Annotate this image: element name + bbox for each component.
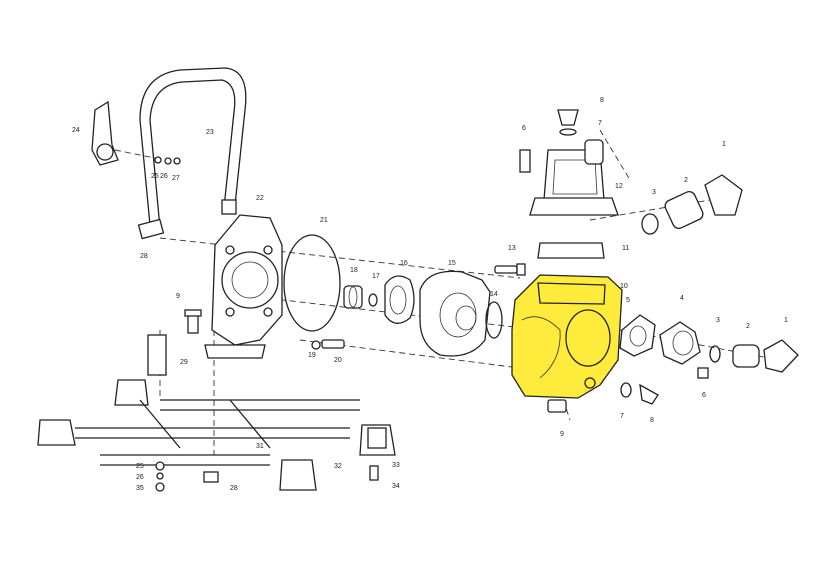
part-label-p10: 10 xyxy=(620,283,628,290)
part-label-p8b: 8 xyxy=(650,417,654,424)
part-label-p12: 12 xyxy=(615,183,623,190)
suction-fittings xyxy=(641,174,743,235)
part-label-p4: 4 xyxy=(680,295,684,302)
part-label-p19: 19 xyxy=(308,352,316,359)
part-label-p13: 13 xyxy=(508,245,516,252)
pump-casing-highlighted xyxy=(511,274,623,399)
part-label-p27: 27 xyxy=(172,175,180,182)
part-label-p3b: 3 xyxy=(716,317,720,324)
part-label-p3a: 3 xyxy=(652,189,656,196)
part-label-p6b: 6 xyxy=(702,392,706,399)
part-label-p24: 24 xyxy=(72,127,80,134)
part-label-p26b: 26 xyxy=(136,474,144,481)
part-label-p1b: 1 xyxy=(784,317,788,324)
part-label-p14: 14 xyxy=(490,291,498,298)
part-label-p22: 22 xyxy=(256,195,264,202)
part-label-p33: 33 xyxy=(392,462,400,469)
mechanical-seal-parts xyxy=(343,275,415,324)
o-ring-21 xyxy=(283,234,341,332)
part-label-p25b: 25 xyxy=(136,463,144,470)
part-label-p1a: 1 xyxy=(722,141,726,148)
handle-frame xyxy=(137,67,247,240)
part-label-p21: 21 xyxy=(320,217,328,224)
bolts xyxy=(184,263,526,350)
part-label-p29: 29 xyxy=(180,359,188,366)
part-label-p25a: 25 xyxy=(151,173,159,180)
lever-part xyxy=(91,100,181,166)
part-label-p6a: 6 xyxy=(522,125,526,132)
part-label-p9a: 9 xyxy=(176,293,180,300)
part-label-p2a: 2 xyxy=(684,177,688,184)
fill-neck-assembly xyxy=(519,109,619,259)
part-label-p7b: 7 xyxy=(620,413,624,420)
part-label-p7a: 7 xyxy=(598,120,602,127)
discharge-flange-parts xyxy=(619,314,799,379)
part-label-p35: 35 xyxy=(136,485,144,492)
part-label-p11: 11 xyxy=(622,245,629,252)
part-label-p9b: 9 xyxy=(560,431,564,438)
part-label-p28a: 28 xyxy=(140,253,148,260)
bearing-housing xyxy=(204,214,283,359)
part-label-p23: 23 xyxy=(206,129,214,136)
part-label-p17: 17 xyxy=(372,273,380,280)
part-label-p31: 31 xyxy=(256,443,264,450)
base-frame xyxy=(37,334,396,492)
part-label-p15: 15 xyxy=(448,260,456,267)
part-label-p16: 16 xyxy=(400,260,408,267)
part-label-p5: 5 xyxy=(626,297,630,304)
part-label-p34: 34 xyxy=(392,483,400,490)
part-label-p28b: 28 xyxy=(230,485,238,492)
o-ring-16 xyxy=(485,301,503,339)
part-label-p26a: 26 xyxy=(160,173,168,180)
part-label-p8a: 8 xyxy=(600,97,604,104)
volute-casing-15 xyxy=(419,270,491,357)
part-label-p18: 18 xyxy=(350,267,358,274)
part-label-p32: 32 xyxy=(334,463,342,470)
drain-plug-parts xyxy=(547,382,659,413)
part-label-p20: 20 xyxy=(334,357,342,364)
part-label-p2b: 2 xyxy=(746,323,750,330)
